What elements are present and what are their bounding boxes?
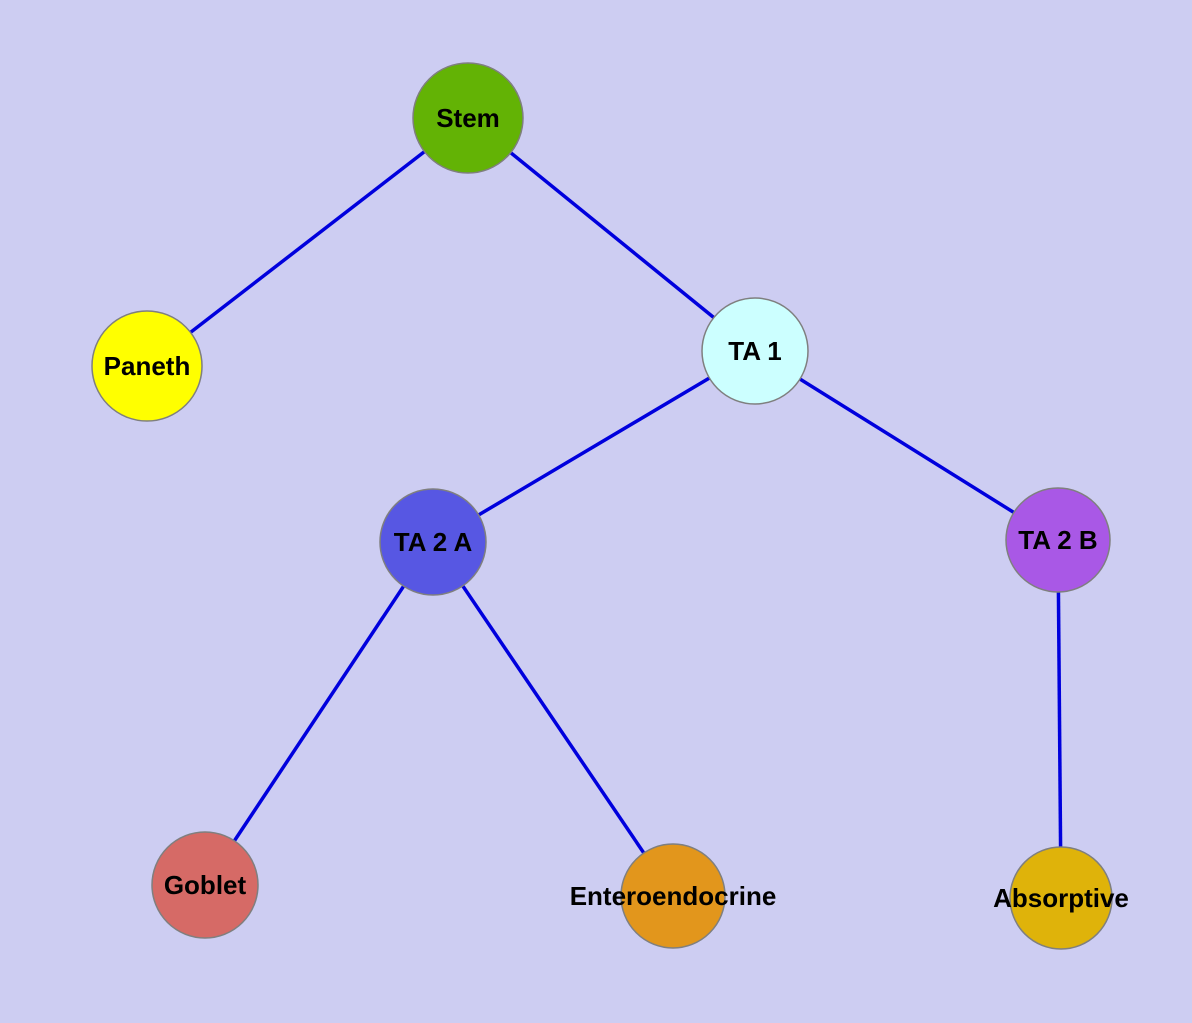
node-ta2a [379, 488, 487, 596]
node-ta2b [1005, 487, 1111, 593]
node-paneth [91, 310, 203, 422]
edge-ta1-ta2b [754, 349, 1059, 542]
node-ta1 [701, 297, 809, 405]
node-label-absorptive: Absorptive [993, 883, 1129, 913]
node-label-enteroendocrine: Enteroendocrine [570, 881, 777, 911]
node-absorptive [1009, 846, 1113, 950]
node-label-ta2b: TA 2 B [1018, 525, 1097, 555]
node-stem [412, 62, 524, 174]
edges-layer [145, 116, 1063, 899]
edge-stem-ta1 [466, 116, 757, 353]
edge-ta2a-enteroendocrine [431, 541, 675, 897]
node-goblet [151, 831, 259, 939]
node-label-paneth: Paneth [104, 351, 191, 381]
node-label-ta1: TA 1 [728, 336, 781, 366]
node-label-ta2a: TA 2 A [394, 527, 473, 557]
node-enteroendocrine [620, 843, 726, 949]
edge-ta1-ta2a [432, 349, 756, 544]
edge-ta2a-goblet [203, 541, 435, 886]
node-label-goblet: Goblet [164, 870, 247, 900]
node-label-stem: Stem [436, 103, 500, 133]
edge-ta2b-absorptive [1056, 539, 1063, 899]
nodes-layer [91, 62, 1113, 950]
edge-stem-paneth [145, 116, 470, 368]
